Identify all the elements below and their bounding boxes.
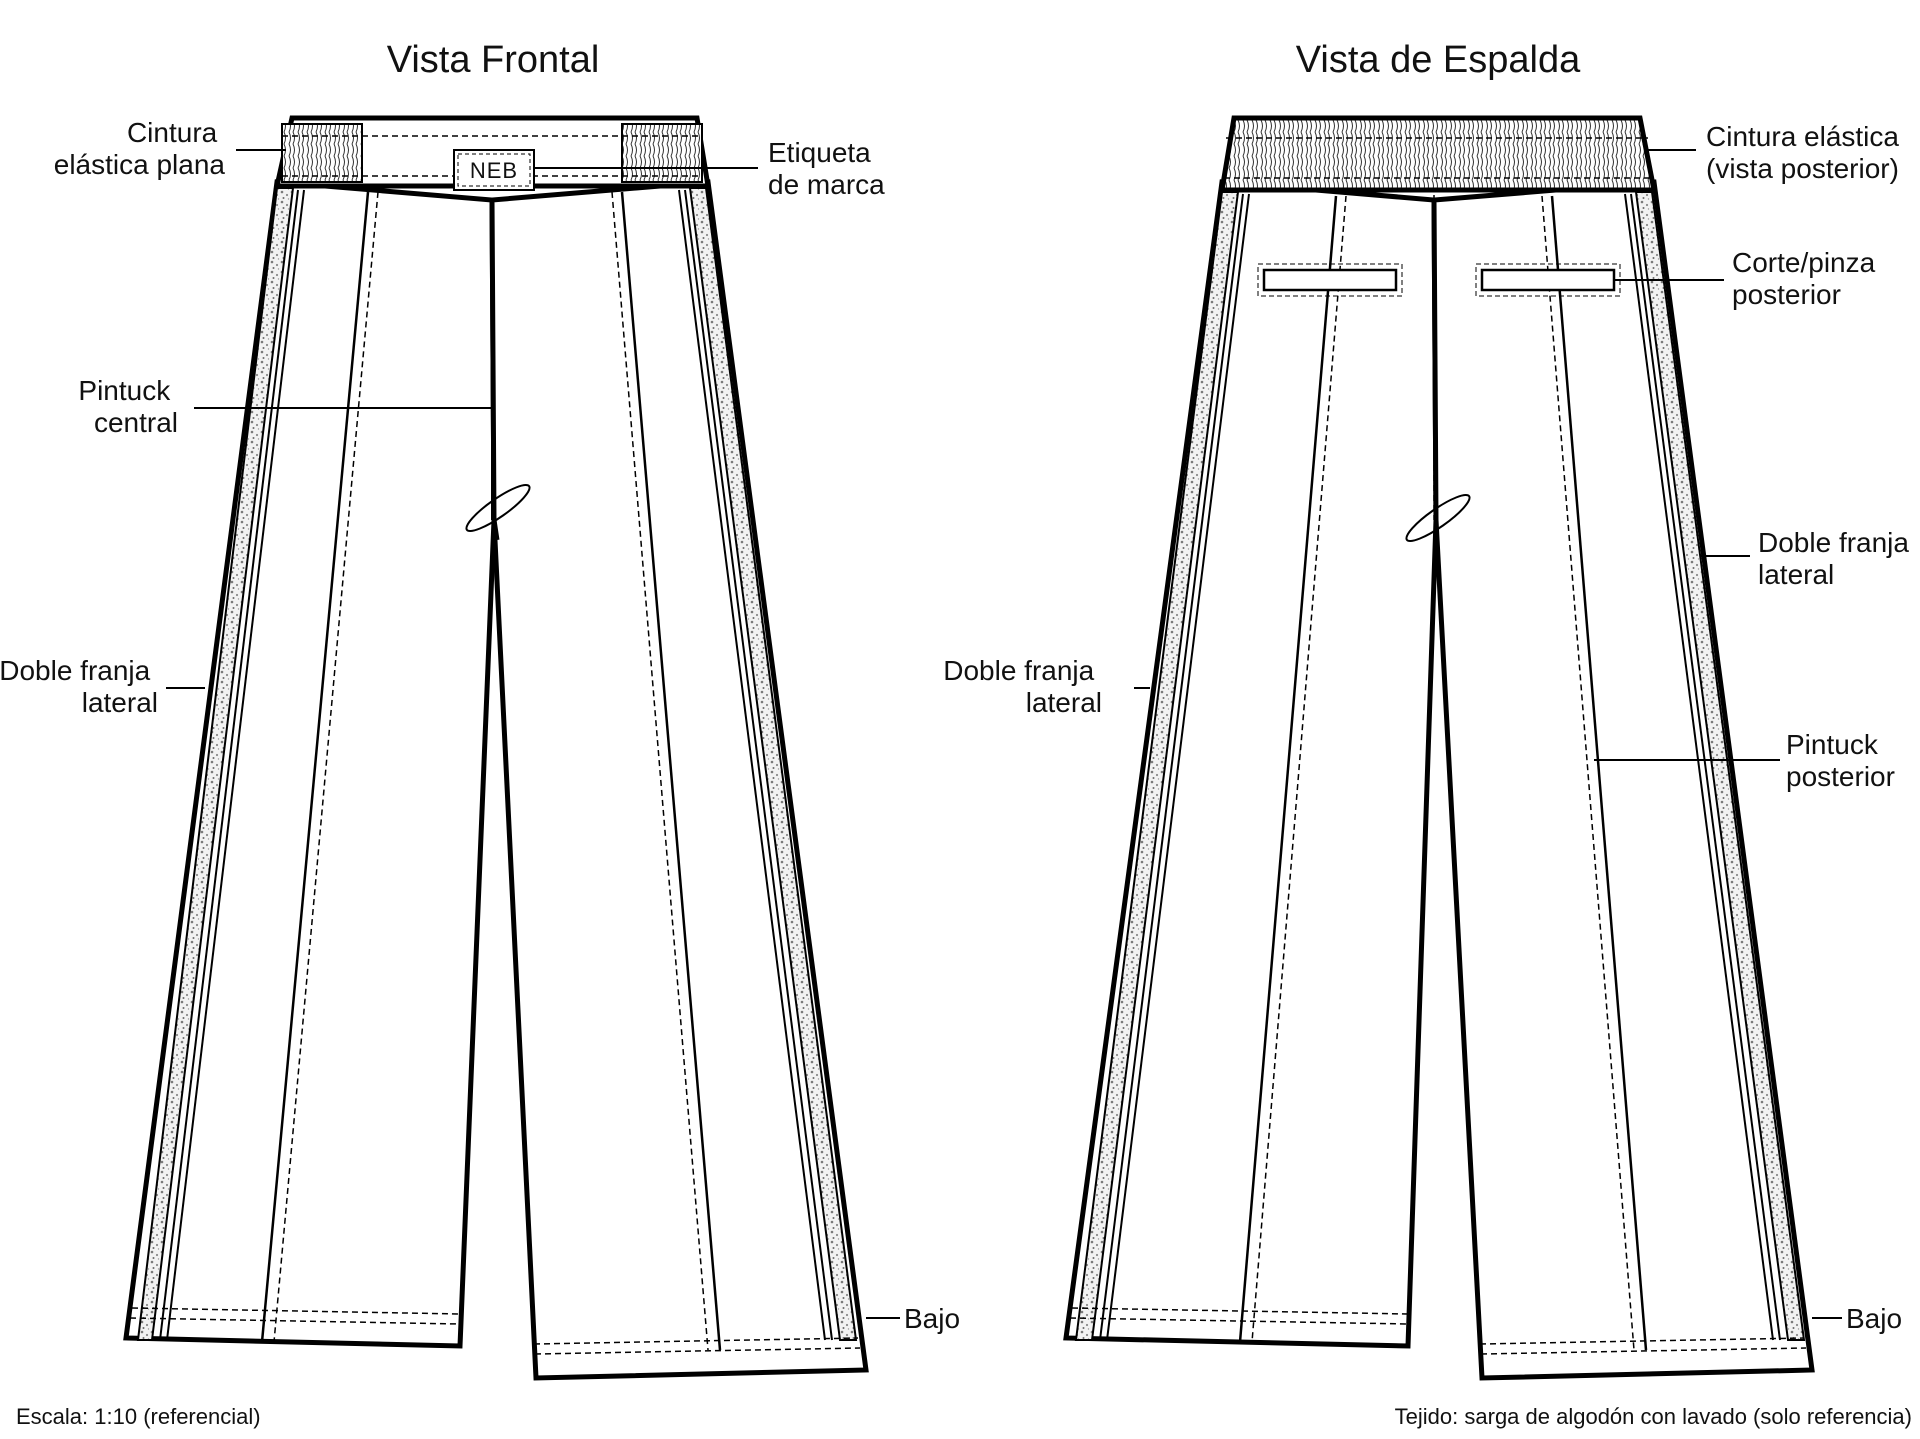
front-leaders bbox=[166, 149, 900, 1319]
front-side-stripe-label: Doble franja lateral bbox=[0, 655, 158, 718]
back-waistband bbox=[1219, 115, 1658, 193]
front-right-side-stripe bbox=[688, 187, 858, 1341]
brand-label-text: NEB bbox=[470, 158, 518, 183]
front-waistband-label: Cintura elástica plana bbox=[54, 117, 226, 180]
front-waistband-right-gather bbox=[621, 123, 703, 183]
front-brand-label-callout: Etiqueta de marca bbox=[768, 137, 885, 200]
fabric-note: Tejido: sarga de algodón con lavado (sol… bbox=[1395, 1404, 1912, 1429]
back-pants bbox=[1063, 115, 1815, 1381]
front-waistband-left-gather bbox=[281, 123, 363, 183]
scale-note: Escala: 1:10 (referencial) bbox=[16, 1404, 261, 1429]
back-crotch-detail bbox=[1405, 493, 1471, 543]
back-left-leg bbox=[1063, 179, 1439, 1349]
front-left-leg bbox=[123, 179, 497, 1349]
back-side-stripe-right-label: Doble franja lateral bbox=[1758, 527, 1917, 590]
back-left-welt bbox=[1262, 268, 1398, 292]
brand-label bbox=[453, 149, 535, 191]
back-pintuck-label: Pintuck posterior bbox=[1786, 729, 1895, 792]
back-title: Vista de Espalda bbox=[1296, 39, 1581, 81]
back-side-stripe-left-label: Doble franja lateral bbox=[943, 655, 1102, 718]
back-right-welt bbox=[1480, 268, 1616, 292]
front-right-leg bbox=[489, 179, 869, 1381]
back-right-side-stripe bbox=[1634, 191, 1806, 1341]
back-leaders bbox=[1134, 149, 1842, 1319]
back-left-side-stripe bbox=[1074, 191, 1240, 1341]
front-pants bbox=[123, 115, 869, 1381]
back-waistband-label: Cintura elástica (vista posterior) bbox=[1706, 121, 1907, 184]
front-pintuck-label: Pintuck central bbox=[78, 375, 178, 438]
back-dart-label: Corte/pinza posterior bbox=[1732, 247, 1883, 310]
front-left-side-stripe bbox=[136, 187, 295, 1341]
front-title: Vista Frontal bbox=[387, 39, 600, 81]
back-hem-label: Bajo bbox=[1846, 1303, 1902, 1334]
front-crotch-detail bbox=[465, 483, 531, 533]
front-hem-label: Bajo bbox=[904, 1303, 960, 1334]
